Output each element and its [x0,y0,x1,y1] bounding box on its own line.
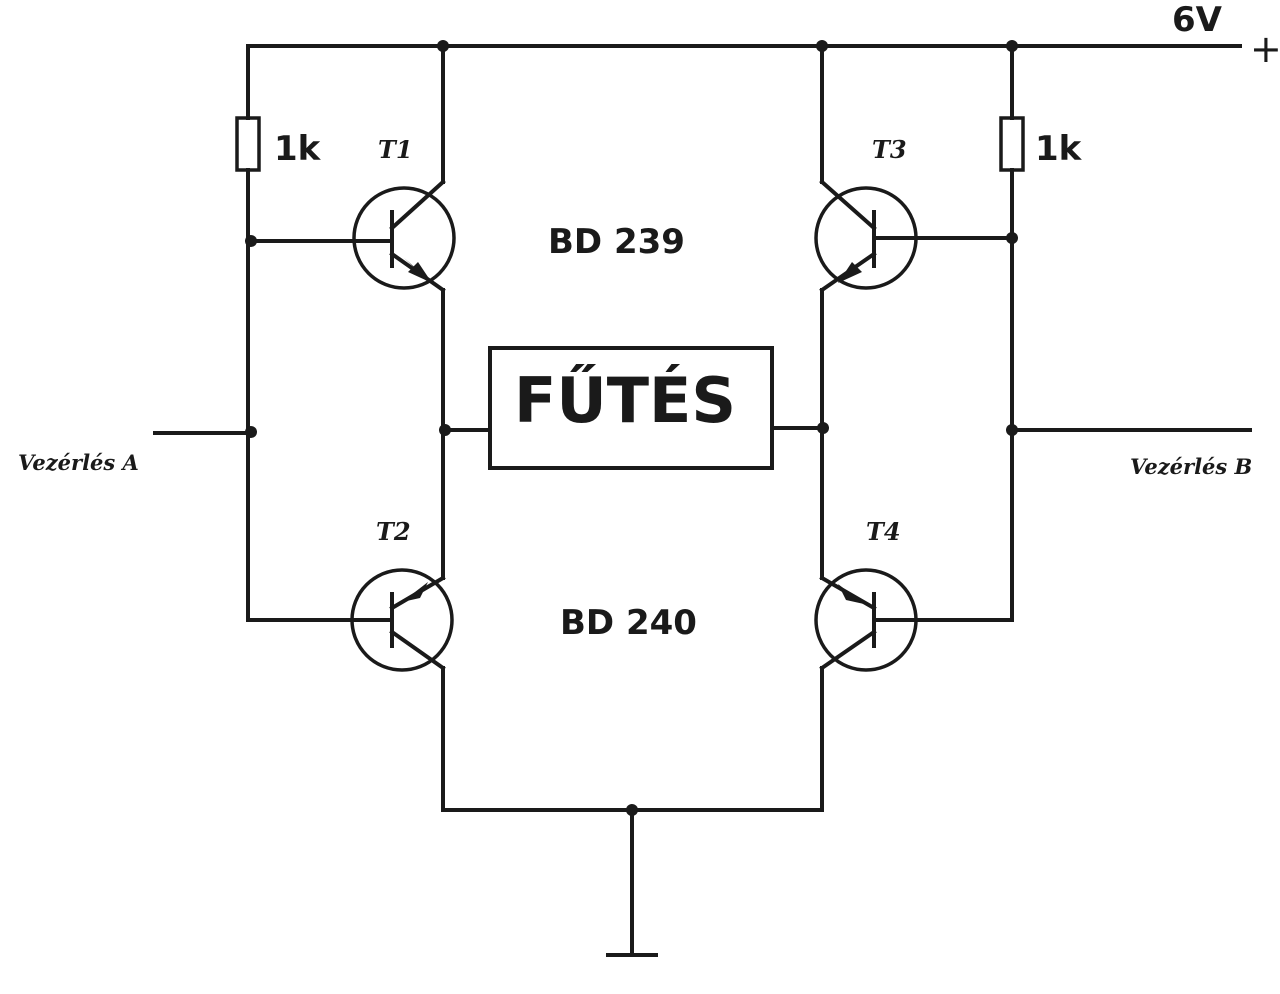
resistor-left [235,44,261,622]
part-number-lower: BD 240 [560,603,697,643]
transistor-t4 [814,568,1014,672]
ground-symbol [606,808,658,957]
transistor-t3-label: T3 [872,135,907,164]
transistor-t1-label: T1 [378,135,413,164]
supply-voltage-label: 6V [1172,0,1223,40]
input-label-left: Vezérlés A [18,450,139,475]
resistor-left-value: 1k [274,129,322,169]
transistor-t3 [814,44,1014,293]
part-number-upper: BD 239 [548,222,685,262]
resistor-right-value: 1k [1035,129,1083,169]
transistor-t2-label: T2 [376,517,411,546]
resistor-right [999,44,1025,622]
transistor-t2 [246,568,454,672]
input-label-right: Vezérlés B [1130,454,1252,479]
supply-rail [246,40,1242,52]
load-label: FŰTÉS [514,364,736,437]
load-box [488,346,774,470]
transistor-t1 [246,44,456,293]
transistor-t4-label: T4 [866,517,901,546]
supply-plus-sign: + [1250,27,1280,71]
